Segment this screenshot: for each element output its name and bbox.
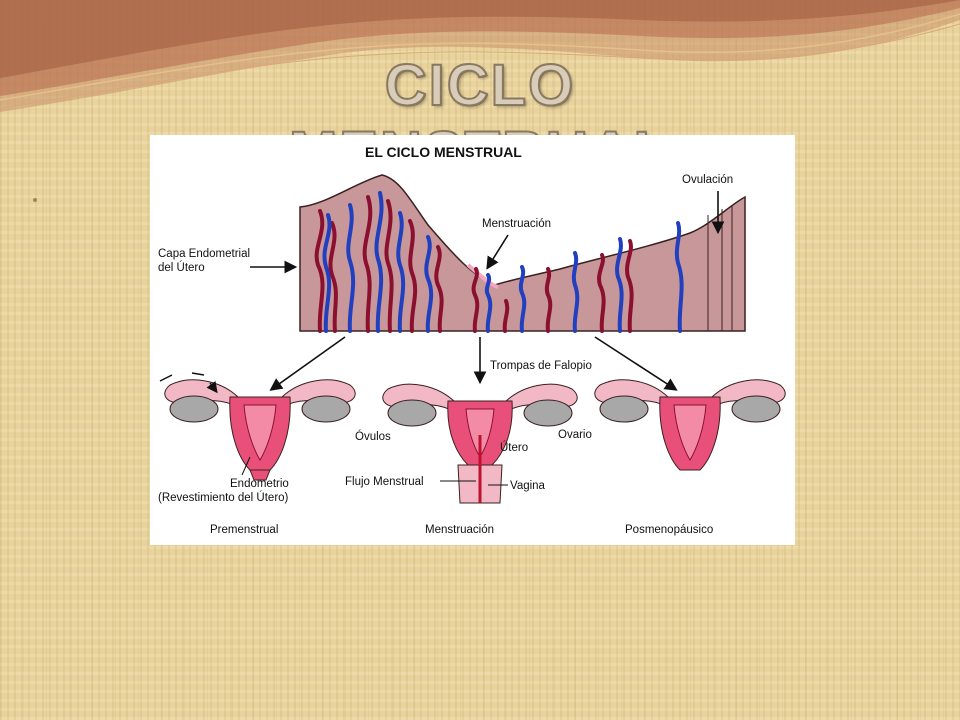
arrow-menstruation-top [486,234,509,270]
label-endometrium-line1: Endometrio [230,478,289,490]
leader-endometrium [241,456,251,476]
label-fallopian-tubes: Trompas de Falopio [490,360,592,372]
stage-menstruation: Menstruación [425,524,494,536]
figure-canvas: EL CICLO MENSTRUAL [158,144,786,536]
label-menstruation-top: Menstruación [482,218,551,230]
label-ovary: Ovario [558,429,592,441]
label-ova: Óvulos [355,430,391,443]
bullet-point [33,198,37,202]
label-endometrial-layer-line2: del Útero [158,261,205,274]
label-endometrium-line2: (Revestimiento del Útero) [158,491,289,504]
veins [322,191,684,333]
figure-title: EL CICLO MENSTRUAL [365,144,522,160]
uterus-premenstrual-illustration [159,372,356,481]
decorative-header-wave [0,0,960,112]
uterus-postmenopausal-illustration [594,379,786,471]
menstrual-cycle-figure: EL CICLO MENSTRUAL [150,135,795,545]
stage-postmenopausal: Posmenopáusico [625,524,713,536]
arrow-to-premenstrual [269,336,346,391]
arteries [314,195,634,333]
stage-premenstrual: Premenstrual [210,524,278,536]
label-endometrial-layer-line1: Capa Endometrial [158,248,250,260]
endometrial-layer-illustration [299,174,746,333]
arrow-to-postmenopausal [594,336,678,391]
label-menstrual-flow: Flujo Menstrual [345,476,424,488]
label-ovulation: Ovulación [682,174,733,186]
label-vagina: Vagina [510,480,546,492]
uterus-menstruation-illustration [382,383,578,504]
label-uterus: Útero [500,441,528,454]
